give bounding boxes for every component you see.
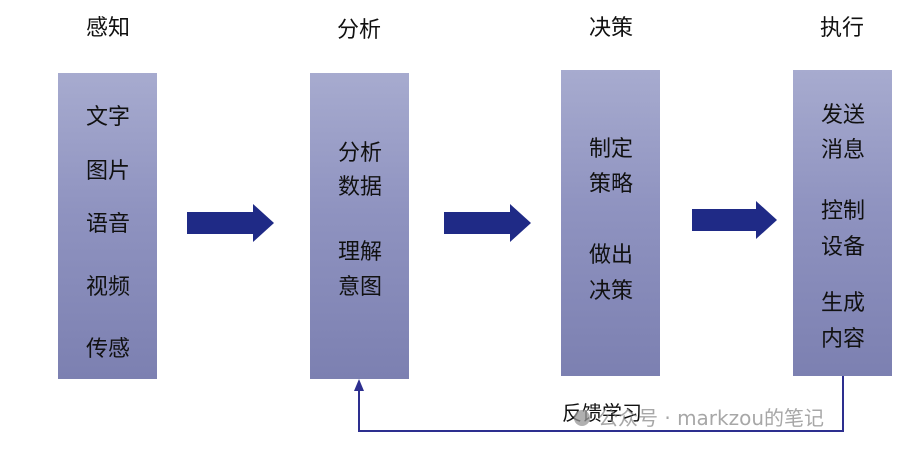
stage-title-perception: 感知	[85, 16, 130, 41]
execution-item-control: 控制	[820, 199, 865, 224]
perception-item-text: 文字	[85, 105, 130, 130]
stage-title-analysis: 分析	[336, 18, 381, 43]
decision-item-make: 做出	[588, 243, 633, 268]
watermark-text: 公众号 · markzou的笔记	[598, 406, 825, 430]
decision-item-decide: 决策	[588, 279, 633, 304]
arrow-perception-to-analysis	[187, 204, 274, 242]
stage-title-execution: 执行	[819, 16, 864, 41]
stage-box-execution	[793, 70, 892, 376]
analysis-item-data: 数据	[337, 175, 382, 200]
perception-item-video: 视频	[85, 275, 130, 300]
arrow-analysis-to-decision	[444, 204, 531, 242]
perception-item-image: 图片	[85, 159, 130, 184]
execution-item-generate: 生成	[820, 291, 865, 316]
stage-box-decision	[561, 70, 660, 376]
perception-item-voice: 语音	[85, 212, 130, 237]
decision-item-strategy: 策略	[588, 172, 633, 197]
execution-item-content: 内容	[820, 327, 865, 352]
stage-title-decision: 决策	[588, 16, 633, 41]
analysis-item-intent: 意图	[337, 275, 382, 300]
stage-box-perception	[58, 73, 157, 379]
perception-item-sensor: 传感	[85, 337, 130, 362]
execution-item-send: 发送	[820, 103, 865, 128]
execution-item-device: 设备	[820, 235, 865, 260]
feedback-arrowhead	[354, 379, 364, 391]
arrow-decision-to-execution	[692, 201, 777, 239]
feedback-line	[358, 376, 844, 432]
analysis-item-analyze: 分析	[337, 141, 382, 166]
watermark: 公众号 · markzou的笔记	[574, 405, 824, 431]
execution-item-message: 消息	[820, 138, 865, 163]
wechat-icon	[574, 410, 590, 426]
decision-item-formulate: 制定	[588, 137, 633, 162]
stage-box-analysis	[310, 73, 409, 379]
analysis-item-understand: 理解	[337, 240, 382, 265]
